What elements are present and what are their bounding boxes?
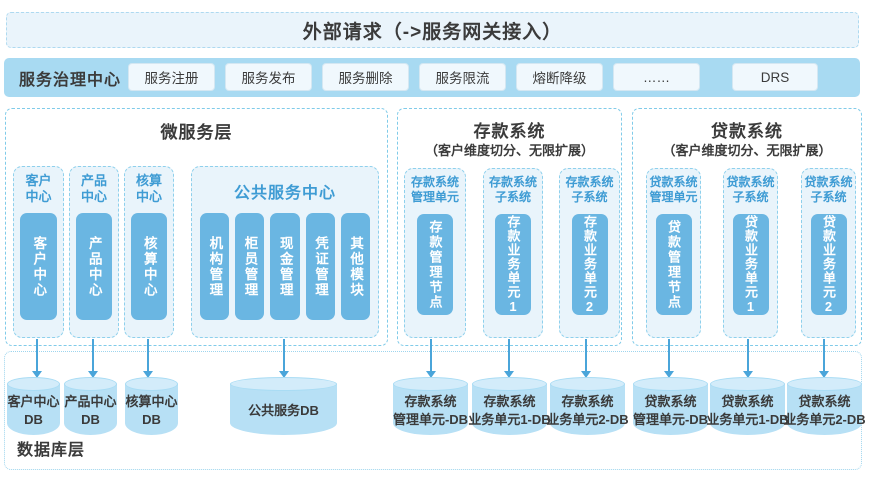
service-publish-button: 服务发布 [225, 63, 312, 91]
customer-center-header: 客户 中心 [25, 173, 52, 205]
loan-system-title: 贷款系统 [711, 122, 783, 141]
loan-management-node-bar: 贷款管理节点 [655, 214, 692, 315]
accounting-center-bar: 核算中心 [131, 213, 167, 320]
flow-arrow-loan-mgmt-db [664, 339, 674, 378]
cylinder-top [7, 377, 60, 391]
shared-service-center-group: 公共服务中心 机构管理 柜员管理 现金管理 凭证管理 其他模块 [191, 166, 379, 338]
flow-arrow-shared-db [279, 339, 289, 378]
flow-arrow-loan-unit1-db [743, 339, 753, 378]
customer-center-bar: 客户中心 [20, 213, 57, 320]
shared-service-center-title: 公共服务中心 [233, 185, 336, 202]
customer-center-db-label: 客户中心 DB [7, 394, 60, 427]
shared-service-db-label: 公共服务DB [248, 403, 319, 419]
deposit-unit1-db-cylinder: 存款系统 业务单元1-DB [468, 377, 551, 435]
deposit-management-node-bar: 存款管理节点 [417, 214, 453, 315]
loan-management-unit-header: 贷款系统 管理单元 [649, 175, 698, 204]
deposit-mgmt-unit-db-cylinder: 存款系统 管理单元-DB [393, 377, 468, 435]
deposit-unit1-db-label: 存款系统 业务单元1-DB [468, 394, 551, 427]
loan-mgmt-unit-db-label: 贷款系统 管理单元-DB [632, 394, 709, 427]
circuit-breaker-button: 熔断降级 [516, 63, 603, 91]
voucher-management-bar: 凭证管理 [305, 213, 335, 320]
service-register-button: 服务注册 [128, 63, 215, 91]
deposit-management-unit-column: 存款系统 管理单元 存款管理节点 [404, 168, 466, 338]
loan-unit2-db-cylinder: 贷款系统 业务单元2-DB [783, 377, 866, 435]
loan-subsystem-1-column: 贷款系统 子系统 贷款业务单元1 [723, 168, 778, 338]
product-center-column: 产品 中心 产品中心 [69, 166, 119, 338]
product-center-bar: 产品中心 [76, 213, 112, 320]
flow-arrow-deposit-mgmt-db [426, 339, 436, 378]
cylinder-top [550, 377, 625, 391]
deposit-system-subtitle: （客户维度切分、无限扩展） [424, 143, 594, 158]
deposit-subsystem-1-column: 存款系统 子系统 存款业务单元1 [483, 168, 543, 338]
other-modules-bar: 其他模块 [340, 213, 371, 320]
deposit-subsystem-2-column: 存款系统 子系统 存款业务单元2 [559, 168, 620, 338]
loan-business-unit-1-bar: 贷款业务单元1 [732, 214, 769, 315]
ellipsis-button: …… [613, 63, 700, 91]
product-center-db-cylinder: 产品中心 DB [64, 377, 117, 435]
deposit-unit2-db-cylinder: 存款系统 业务单元2-DB [546, 377, 629, 435]
microservice-layer-panel: 微服务层 客户 中心 客户中心 产品 中心 产品中心 核算 中心 [5, 108, 388, 346]
deposit-subsystem-1-header: 存款系统 子系统 [488, 175, 537, 204]
cylinder-top [633, 377, 708, 391]
product-center-header: 产品 中心 [80, 173, 107, 205]
loan-business-unit-2-bar: 贷款业务单元2 [810, 214, 847, 315]
accounting-center-column: 核算 中心 核算中心 [124, 166, 174, 338]
flow-arrow-deposit-unit2-db [581, 339, 591, 378]
drs-button: DRS [732, 63, 818, 91]
service-governance-bar: 服务治理中心 服务注册 服务发布 服务删除 服务限流 熔断降级 …… DRS [4, 58, 860, 97]
product-center-db-label: 产品中心 DB [64, 394, 117, 427]
accounting-center-header: 核算 中心 [135, 173, 162, 205]
deposit-system-panel: 存款系统 （客户维度切分、无限扩展） 存款系统 管理单元 存款管理节点 存款系统… [397, 108, 622, 346]
external-request-banner: 外部请求（->服务网关接入） [6, 12, 859, 48]
shared-service-db-cylinder: 公共服务DB [230, 377, 337, 435]
external-request-title: 外部请求（->服务网关接入） [302, 21, 563, 43]
flow-arrow-loan-unit2-db [819, 339, 829, 378]
governance-label: 服务治理中心 [19, 71, 122, 89]
accounting-center-db-cylinder: 核算中心 DB [125, 377, 178, 435]
cash-management-bar: 现金管理 [270, 213, 300, 320]
loan-unit1-db-cylinder: 贷款系统 业务单元1-DB [706, 377, 789, 435]
customer-center-db-cylinder: 客户中心 DB [7, 377, 60, 435]
teller-management-bar: 柜员管理 [235, 213, 265, 320]
org-management-bar: 机构管理 [200, 213, 230, 320]
deposit-system-title: 存款系统 [473, 122, 546, 141]
loan-system-subtitle: （客户维度切分、无限扩展） [662, 143, 832, 158]
microservice-layer-title: 微服务层 [160, 123, 233, 142]
flow-arrow-product-db [88, 339, 98, 378]
database-layer-label: 数据库层 [17, 442, 86, 459]
shared-service-modules: 机构管理 柜员管理 现金管理 凭证管理 其他模块 [200, 213, 371, 320]
deposit-business-unit-2-bar: 存款业务单元2 [571, 214, 608, 315]
service-delete-button: 服务删除 [322, 63, 409, 91]
cylinder-top [787, 377, 862, 391]
cylinder-top [64, 377, 117, 391]
deposit-subsystem-2-header: 存款系统 子系统 [565, 175, 614, 204]
deposit-business-unit-1-bar: 存款业务单元1 [495, 214, 531, 315]
loan-unit1-db-label: 贷款系统 业务单元1-DB [706, 394, 789, 427]
cylinder-top [393, 377, 468, 391]
loan-system-panel: 贷款系统 （客户维度切分、无限扩展） 贷款系统 管理单元 贷款管理节点 贷款系统… [632, 108, 862, 346]
cylinder-top [472, 377, 547, 391]
deposit-unit2-db-label: 存款系统 业务单元2-DB [546, 394, 629, 427]
cylinder-top [710, 377, 785, 391]
loan-mgmt-unit-db-cylinder: 贷款系统 管理单元-DB [633, 377, 708, 435]
loan-unit2-db-label: 贷款系统 业务单元2-DB [783, 394, 866, 427]
flow-arrow-customer-db [32, 339, 42, 378]
service-throttle-button: 服务限流 [419, 63, 506, 91]
deposit-management-unit-header: 存款系统 管理单元 [410, 175, 459, 204]
loan-subsystem-2-header: 贷款系统 子系统 [804, 175, 853, 204]
accounting-center-db-label: 核算中心 DB [125, 394, 178, 427]
loan-subsystem-2-column: 贷款系统 子系统 贷款业务单元2 [801, 168, 856, 338]
cylinder-top [230, 377, 337, 391]
cylinder-top [125, 377, 178, 391]
customer-center-column: 客户 中心 客户中心 [13, 166, 64, 338]
flow-arrow-deposit-unit1-db [504, 339, 514, 378]
loan-management-unit-column: 贷款系统 管理单元 贷款管理节点 [646, 168, 701, 338]
loan-subsystem-1-header: 贷款系统 子系统 [726, 175, 775, 204]
deposit-mgmt-unit-db-label: 存款系统 管理单元-DB [392, 394, 469, 427]
flow-arrow-accounting-db [143, 339, 153, 378]
